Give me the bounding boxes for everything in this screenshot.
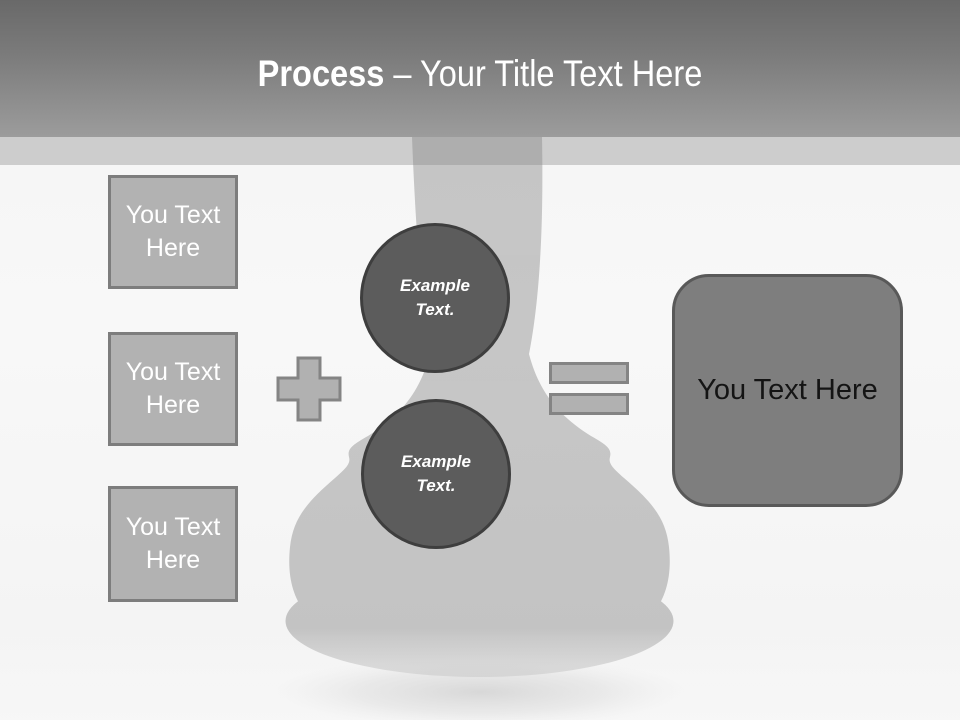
- example-circle-2-label: Example Text.: [401, 452, 471, 495]
- text-placeholder-2: You Text Here: [108, 332, 238, 446]
- slide-header: Process – Your Title Text Here: [0, 0, 960, 137]
- result-box: You Text Here: [672, 274, 903, 507]
- equals-bar: [549, 393, 629, 415]
- equals-bar: [549, 362, 629, 384]
- text-placeholder-1-label: You Text Here: [125, 201, 221, 262]
- plus-icon: [276, 356, 342, 422]
- text-placeholder-1: You Text Here: [108, 175, 238, 289]
- header-underline-band: [0, 137, 960, 165]
- example-circle-2: Example Text.: [361, 399, 511, 549]
- equals-icon: [549, 362, 629, 415]
- slide-title: Process – Your Title Text Here: [58, 51, 903, 97]
- title-subtitle: – Your Title Text Here: [384, 53, 703, 94]
- pawn-reflection: [275, 656, 685, 720]
- text-placeholder-3: You Text Here: [108, 486, 238, 602]
- result-box-label: You Text Here: [697, 374, 878, 406]
- title-keyword: Process: [257, 53, 385, 94]
- example-circle-1: Example Text.: [360, 223, 510, 373]
- text-placeholder-2-label: You Text Here: [125, 358, 221, 419]
- example-circle-1-label: Example Text.: [400, 276, 470, 319]
- text-placeholder-3-label: You Text Here: [125, 513, 221, 574]
